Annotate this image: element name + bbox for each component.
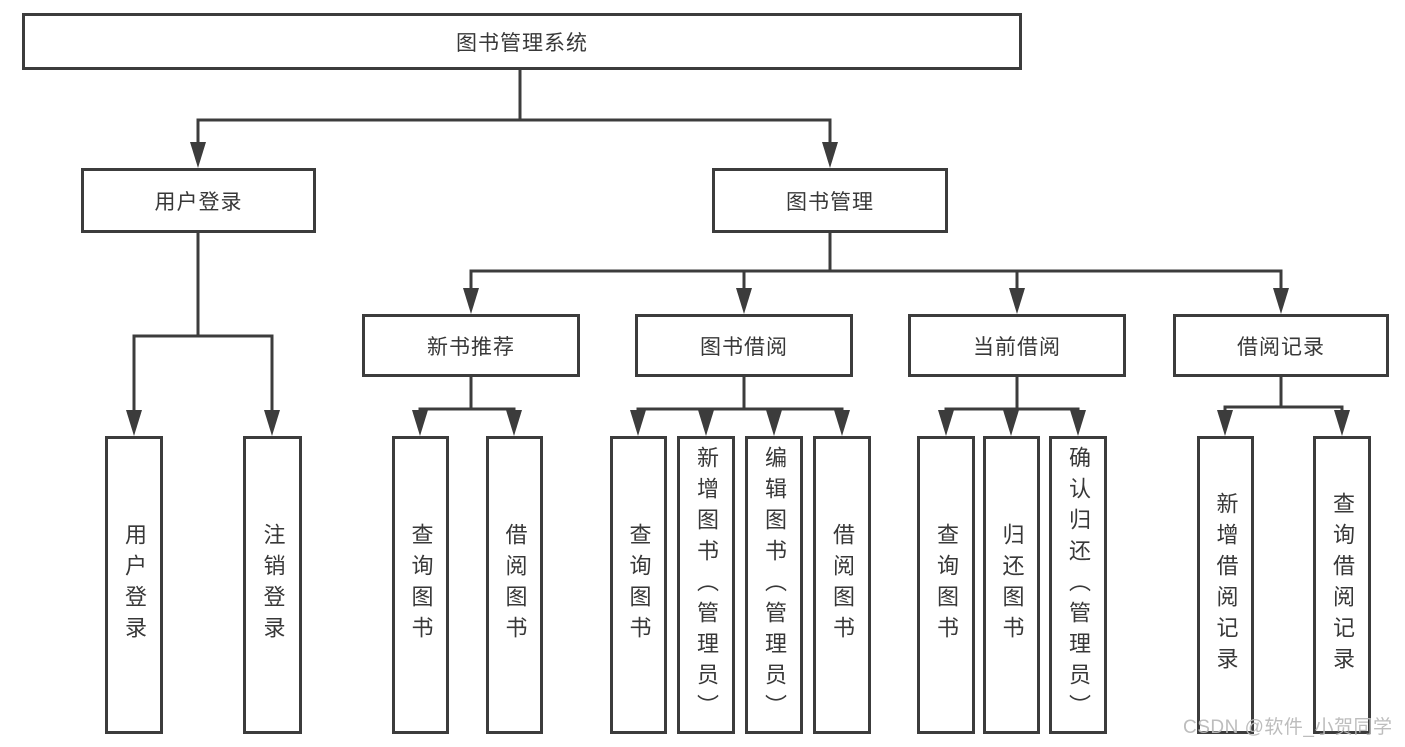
connector-borrow-records-to-leaves <box>1217 377 1350 436</box>
arrowhead <box>1273 288 1289 314</box>
node-label: 编辑图书（管理员） <box>762 445 787 725</box>
node-leaf-query-borrow-record: 查询借阅记录 <box>1313 436 1371 734</box>
node-leaf-query-books-recommend: 查询图书 <box>392 436 449 734</box>
arrowhead <box>630 410 646 436</box>
node-leaf-confirm-return-admin: 确认归还（管理员） <box>1049 436 1107 734</box>
connector-current-borrow-to-leaves <box>938 377 1086 436</box>
node-label: 借阅图书 <box>830 523 855 647</box>
node-label: 借阅记录 <box>1237 335 1325 359</box>
arrowhead <box>412 410 428 436</box>
arrowhead <box>506 410 522 436</box>
node-label: 新增借阅记录 <box>1213 492 1239 678</box>
node-label: 新增图书（管理员） <box>694 445 719 725</box>
node-leaf-user-login: 用户登录 <box>105 436 163 734</box>
arrowhead <box>938 410 954 436</box>
node-label: 用户登录 <box>122 523 147 647</box>
arrowhead <box>1009 288 1025 314</box>
arrowhead <box>264 410 280 436</box>
arrowhead <box>126 410 142 436</box>
node-leaf-query-books-borrow: 查询图书 <box>610 436 667 734</box>
arrowhead <box>1070 410 1086 436</box>
node-label: 查询借阅记录 <box>1330 492 1355 678</box>
arrowhead <box>834 410 850 436</box>
arrowhead <box>736 288 752 314</box>
node-label: 查询图书 <box>934 523 959 647</box>
node-leaf-borrow-books: 借阅图书 <box>813 436 871 734</box>
connector-user-login-to-leaves <box>126 233 280 436</box>
node-book-management: 图书管理 <box>712 168 948 233</box>
csdn-watermark: CSDN @软件_小贺同学 <box>1183 717 1393 738</box>
node-leaf-borrow-books-recommend: 借阅图书 <box>486 436 543 734</box>
node-label: 确认归还（管理员） <box>1066 445 1091 725</box>
node-label: 图书管理系统 <box>456 31 588 55</box>
connector-root-to-level2 <box>190 68 838 168</box>
arrowhead <box>463 288 479 314</box>
node-current-borrowing: 当前借阅 <box>908 314 1126 377</box>
arrowhead <box>1003 410 1019 436</box>
node-new-book-recommend: 新书推荐 <box>362 314 580 377</box>
node-label: 新书推荐 <box>427 335 515 359</box>
node-label: 查询图书 <box>626 523 652 647</box>
node-label: 注销登录 <box>260 523 286 647</box>
node-leaf-add-book-admin: 新增图书（管理员） <box>677 436 735 734</box>
node-borrow-records: 借阅记录 <box>1173 314 1389 377</box>
arrowhead <box>1217 410 1233 436</box>
node-label: 借阅图书 <box>502 523 528 647</box>
connector-new-book-to-leaves <box>412 377 522 436</box>
node-book-borrowing: 图书借阅 <box>635 314 853 377</box>
node-leaf-edit-book-admin: 编辑图书（管理员） <box>745 436 803 734</box>
node-label: 图书管理 <box>786 190 874 214</box>
arrowhead <box>1334 410 1350 436</box>
node-label: 用户登录 <box>154 190 243 214</box>
arrowhead <box>698 410 714 436</box>
arrowhead <box>190 142 206 168</box>
node-leaf-logout: 注销登录 <box>243 436 302 734</box>
connector-book-management-to-level3 <box>463 233 1289 314</box>
node-user-login: 用户登录 <box>81 168 316 233</box>
node-label: 图书借阅 <box>700 335 788 359</box>
arrowhead <box>822 142 838 168</box>
node-label: 当前借阅 <box>973 335 1061 359</box>
node-label: 归还图书 <box>999 523 1025 647</box>
node-library-management-system: 图书管理系统 <box>22 13 1022 70</box>
arrowhead <box>766 410 782 436</box>
node-leaf-query-books-current: 查询图书 <box>917 436 975 734</box>
connector-book-borrow-to-leaves <box>630 377 850 436</box>
node-leaf-return-book: 归还图书 <box>983 436 1040 734</box>
node-label: 查询图书 <box>408 523 434 647</box>
node-leaf-add-borrow-record: 新增借阅记录 <box>1197 436 1254 734</box>
